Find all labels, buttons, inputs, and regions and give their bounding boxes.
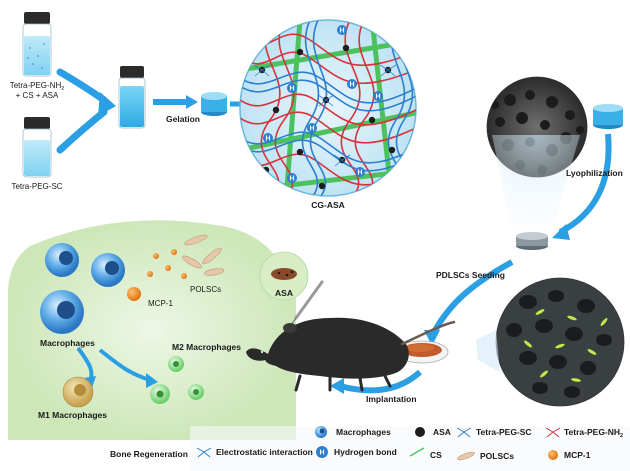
svg-text:H: H — [319, 450, 324, 457]
lyophilization-label: Lyophilization — [566, 168, 623, 178]
vial-gel — [118, 66, 146, 129]
legend-tetra-peg-nh2: Tetra-PEG-NH2 — [545, 427, 623, 439]
legend-cs: CS — [409, 447, 442, 460]
vial-bottom-label: Tetra-PEG-SC — [11, 182, 62, 191]
macrophage-cells — [40, 243, 125, 334]
legend-macrophages: Macrophages — [315, 426, 391, 438]
m1-macrophage-cells — [62, 376, 94, 408]
scaffold-disc-top — [593, 104, 623, 129]
electrostatic-markers — [253, 64, 397, 167]
svg-text:H: H — [309, 126, 314, 133]
m1-label: M1 Macrophages — [38, 410, 107, 420]
implantation-arrow — [339, 369, 423, 394]
legend-asa: ASA — [415, 427, 451, 437]
macrophages-label: Macrophages — [40, 338, 95, 348]
merge-arrow-bottom — [56, 108, 108, 154]
rat-illustration — [246, 317, 456, 392]
seeding-label: PDLSCs Seeding — [436, 270, 505, 280]
asa-bubble — [259, 251, 309, 301]
svg-text:Electrostatic interaction: Electrostatic interaction — [216, 447, 313, 457]
m2-arrow — [98, 348, 151, 382]
lyophilization-arrow — [558, 133, 612, 235]
hydrogel-disc — [201, 92, 227, 116]
m2-macrophage-cells — [150, 356, 204, 404]
legend: Macrophages ASA Tetra-PEG-SC Tetra-PEG-N… — [190, 426, 630, 471]
legend-tetra-peg-sc: Tetra-PEG-SC — [456, 427, 532, 438]
m2-label: M2 Macrophages — [172, 342, 241, 352]
mcp1-dots — [127, 249, 187, 301]
polscs-label: POLSCs — [190, 285, 221, 294]
lyophilized-disc — [516, 232, 548, 250]
svg-text:Tetra-PEG-NH2: Tetra-PEG-NH2 — [564, 427, 623, 439]
gelation-label: Gelation — [166, 114, 200, 124]
legend-electrostatic: Electrostatic interaction — [196, 447, 313, 458]
svg-text:ASA: ASA — [433, 427, 451, 437]
merge-arrow-top — [56, 68, 108, 104]
seeded-scaffold-view — [495, 277, 625, 407]
legend-polscs: POLSCs — [457, 451, 514, 461]
svg-text:POLSCs: POLSCs — [480, 451, 514, 461]
svg-text:H: H — [339, 28, 344, 35]
svg-text:Macrophages: Macrophages — [336, 427, 391, 437]
mcp1-label: MCP-1 — [148, 299, 173, 308]
svg-text:MCP-1: MCP-1 — [564, 450, 591, 460]
legend-hbond: H Hydrogen bond — [316, 446, 397, 458]
vial-tetra-peg-nh2 — [22, 12, 52, 77]
polscs-cells — [182, 234, 225, 276]
svg-text:CS: CS — [430, 450, 442, 460]
merge-arrow-head — [98, 92, 116, 116]
tetra-peg-nh2-chains — [240, 20, 416, 196]
vial-tetra-peg-sc — [22, 117, 52, 178]
asa-bubble-label: ASA — [275, 288, 293, 298]
cg-asa-network: H H H H H H H H — [239, 19, 417, 197]
svg-text:H: H — [289, 176, 294, 183]
svg-text:H: H — [349, 82, 354, 89]
svg-text:H: H — [265, 136, 270, 143]
cg-asa-label: CG-ASA — [311, 200, 345, 210]
magnify-cone — [492, 135, 580, 230]
vial-top-label-1: Tetra-PEG-NH2 — [10, 81, 65, 92]
svg-text:Tetra-PEG-SC: Tetra-PEG-SC — [476, 427, 532, 437]
seeded-cells — [524, 309, 608, 382]
svg-text:H: H — [289, 86, 294, 93]
vial-top-label-2: + CS + ASA — [16, 91, 59, 100]
petri-dish — [395, 340, 449, 364]
bone-regeneration-title: Bone Regeneration — [110, 449, 188, 459]
svg-text:Hydrogen bond: Hydrogen bond — [334, 447, 397, 457]
legend-mcp1: MCP-1 — [548, 450, 591, 460]
svg-text:H: H — [375, 94, 380, 101]
svg-text:H: H — [357, 170, 362, 177]
hydrogen-bond-markers: H H H H H H H H — [263, 25, 383, 183]
implantation-label: Implantation — [366, 394, 417, 404]
